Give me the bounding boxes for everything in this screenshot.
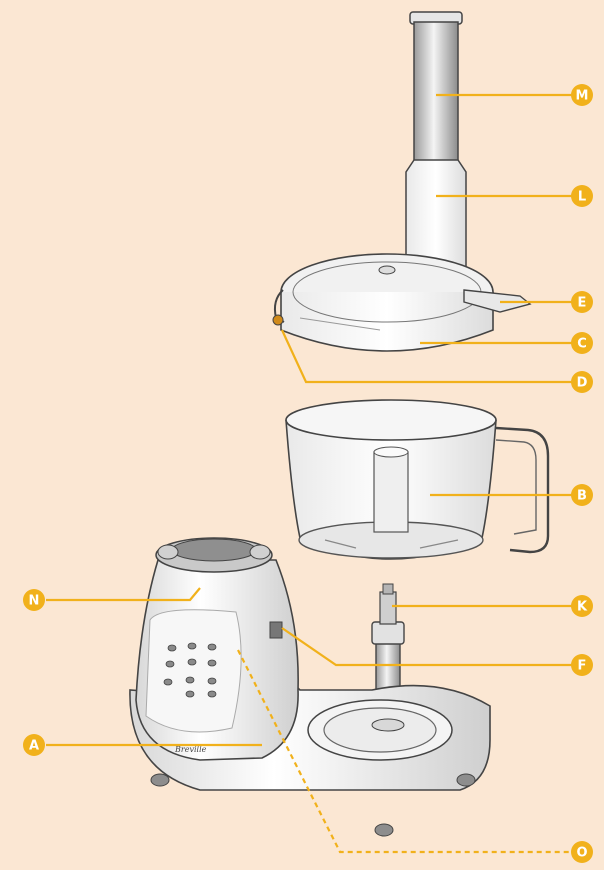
processor-bowl [285, 399, 550, 560]
callout-F: F [571, 654, 593, 676]
callout-label: A [29, 739, 39, 754]
callout-L: L [571, 185, 593, 207]
brand-logo-text: Breville [174, 745, 207, 754]
callout-label: N [29, 594, 40, 609]
callout-label: L [578, 190, 586, 205]
callout-B: B [571, 484, 593, 506]
control-buttons [163, 642, 217, 698]
callout-label: F [578, 659, 587, 674]
feed-pusher [405, 11, 467, 297]
callout-E: E [571, 291, 593, 313]
callout-O: O [571, 841, 593, 863]
callout-C: C [571, 332, 593, 354]
callout-K: K [571, 595, 593, 617]
leader-lines [46, 93, 576, 854]
processor-lid [272, 253, 532, 352]
callout-label: B [577, 489, 587, 504]
callout-label: M [576, 89, 589, 104]
callout-label: E [578, 296, 587, 311]
motor-base: Breville [129, 537, 491, 837]
callout-label: O [576, 846, 587, 861]
callout-M: M [571, 84, 593, 106]
callout-label: D [577, 376, 588, 391]
callout-label: C [577, 337, 587, 352]
callout-label: K [577, 600, 588, 615]
callout-A: A [23, 734, 45, 756]
callout-D: D [571, 371, 593, 393]
callout-N: N [23, 589, 45, 611]
